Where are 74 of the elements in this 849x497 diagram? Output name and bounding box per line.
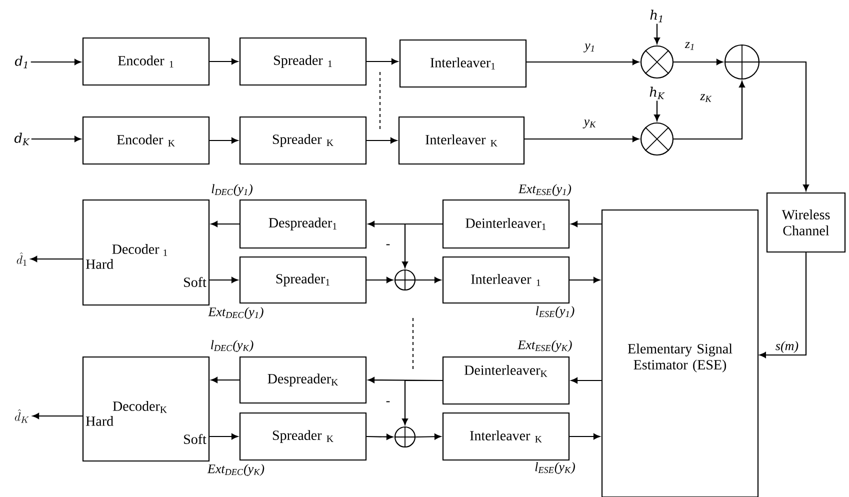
arrow [32, 412, 82, 419]
block-box: Encoder $_{K}$ [82, 116, 210, 165]
edge-label: z$_{1}$ [684, 41, 696, 51]
signal-label: $\hat{d}_{K}$ [14, 409, 29, 423]
block-box: Encoder $_{1}$ [82, 37, 210, 86]
edge-label: - [384, 243, 392, 249]
arrow [759, 252, 807, 358]
block-box: Deinterleaver$_{K}$ [442, 356, 570, 405]
arrow [366, 137, 398, 144]
block-box: Interleaver $_{K}$ [442, 412, 570, 461]
edge-label: Ext$_{ESE}$(y$_{K}$) [516, 339, 574, 353]
block-box: Deinterleaver$_{1}$ [442, 199, 570, 249]
block-box: Wireless Channel [766, 192, 846, 253]
arrow [366, 434, 394, 440]
arrow [674, 80, 745, 140]
decoder-box: Decoder$_{K}$ Hard Soft [82, 356, 210, 462]
block-box: Despreader$_{1}$ [239, 199, 367, 249]
arrow [210, 137, 238, 144]
arrow [570, 220, 602, 227]
block-box: Interleaver$_{1}$ [399, 39, 527, 88]
edge-label: z$_{K}$ [699, 93, 713, 103]
edge-label: l$_{ESE}$(y$_{1}$) [534, 305, 576, 319]
edge-label: Ext$_{DEC}$(y$_{1}$) [207, 306, 265, 320]
block-box: Spreader $_{K}$ [239, 116, 367, 165]
arrow [570, 377, 602, 384]
block-box: Spreader$_{1}$ [239, 256, 367, 304]
signal-label: d$_{K}$ [14, 132, 30, 146]
adder-symbol [394, 269, 416, 291]
block-box: Spreader $_{K}$ [239, 412, 367, 461]
multiplier-symbol [640, 122, 674, 156]
arrow [416, 276, 442, 283]
arrow [210, 433, 238, 440]
adder-symbol [724, 44, 760, 80]
signal-label: h$_{K}$ [650, 86, 665, 100]
arrow [526, 58, 640, 65]
signal-label: h$_{1}$ [650, 10, 662, 22]
edge-label: Ext$_{ESE}$(y$_{1}$) [518, 183, 572, 197]
arrow [210, 220, 240, 227]
arrow [30, 256, 82, 262]
edge-label: y$_{K}$ [582, 118, 598, 130]
edge-label: l$_{DEC}$(y$_{1}$) [210, 183, 254, 197]
arrow [654, 24, 660, 44]
block-box: Despreader$_{K}$ [239, 356, 367, 404]
edge-label: - [384, 400, 392, 406]
edge-label: s(m) [774, 340, 800, 354]
arrow [570, 276, 600, 283]
multiplier-symbol [640, 45, 674, 79]
estimator-box: Elementary Signal Estimator (ESE) [601, 209, 759, 497]
decoder-box: Decoder $_{1}$ Hard Soft [82, 199, 210, 306]
arrow [210, 276, 238, 283]
arrow [402, 223, 442, 268]
signal-label: $\hat{d}_{1}$ [16, 252, 26, 266]
arrow [760, 61, 809, 192]
arrow [654, 100, 660, 122]
block-box: Spreader $_{1}$ [239, 37, 367, 86]
arrow [30, 58, 82, 65]
edge-label: Ext$_{DEC}$(y$_{K}$) [206, 463, 266, 477]
arrow [570, 433, 600, 440]
edge-label: l$_{DEC}$(y$_{K}$) [209, 339, 255, 353]
arrow [674, 58, 724, 65]
edge-label: y$_{1}$ [584, 42, 596, 54]
arrow [402, 380, 442, 426]
arrow [210, 58, 238, 64]
arrow [524, 136, 640, 142]
signal-label: d$_{1}$ [14, 56, 28, 68]
arrow [210, 376, 240, 383]
edge-label: l$_{ESE}$(y$_{K}$) [534, 461, 576, 475]
arrow [31, 136, 82, 142]
arrow [416, 434, 442, 440]
adder-symbol [394, 426, 416, 448]
block-box: Interleaver $_{1}$ [442, 256, 570, 304]
arrow [366, 276, 394, 283]
arrow [366, 58, 398, 64]
block-box: Interleaver $_{K}$ [398, 116, 525, 165]
